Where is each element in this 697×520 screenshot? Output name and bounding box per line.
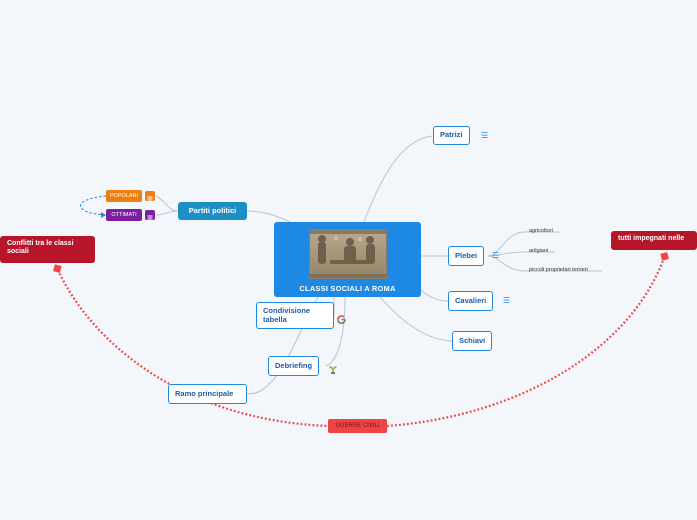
node-schiavi[interactable]: Schiavi (452, 331, 492, 351)
node-debriefing-label: Debriefing (275, 362, 312, 370)
node-patrizi-label: Patrizi (440, 131, 463, 139)
google-icon[interactable] (337, 311, 346, 320)
notes-icon[interactable] (145, 191, 155, 201)
node-condivisione-tabella[interactable]: Condivisione tabella (256, 302, 334, 329)
node-condivisione-label: Condivisione tabella (263, 307, 327, 324)
notes-icon[interactable]: ☰ (503, 297, 510, 305)
central-topic[interactable]: CLASSI SOCIALI A ROMA (274, 222, 421, 297)
node-ramo-principale[interactable]: Ramo principale (168, 384, 247, 404)
node-debriefing[interactable]: Debriefing (268, 356, 319, 376)
node-popolari[interactable]: POPOLARI (106, 190, 142, 202)
relationship-guerre-civili[interactable]: GUERRE CIVILI (328, 419, 387, 433)
node-cavalieri[interactable]: Cavalieri (448, 291, 493, 311)
leaf-piccoli-proprietari[interactable]: piccoli proprietari terrieri (529, 267, 588, 273)
node-partiti-label: Partiti politici (189, 207, 237, 215)
node-plebei[interactable]: Plebei (448, 246, 484, 266)
floating-impegnati[interactable]: tutti impegnati nelle (611, 231, 697, 250)
node-ramo-label: Ramo principale (175, 390, 233, 398)
notes-icon[interactable] (145, 210, 155, 220)
node-schiavi-label: Schiavi (459, 337, 485, 345)
floating-impegnati-label: tutti impegnati nelle (618, 235, 684, 242)
leaf-agricoltori[interactable]: agricoltori (529, 228, 553, 234)
plant-icon (328, 361, 338, 371)
floating-conflitti-label: Conflitti tra le classi sociali (7, 240, 74, 255)
floating-conflitti[interactable]: Conflitti tra le classi sociali (0, 236, 95, 263)
roman-relief-image (309, 229, 387, 279)
central-title: CLASSI SOCIALI A ROMA (299, 284, 395, 293)
node-cavalieri-label: Cavalieri (455, 297, 486, 305)
node-plebei-label: Plebei (455, 252, 477, 260)
node-ottimati[interactable]: OTTIMATI (106, 209, 142, 221)
leaf-artigiani[interactable]: artigiani (529, 248, 548, 254)
notes-icon[interactable]: ☰ (481, 132, 488, 140)
node-partiti-politici[interactable]: Partiti politici (178, 202, 247, 220)
node-patrizi[interactable]: Patrizi (433, 126, 470, 145)
notes-icon[interactable]: ☰ (492, 252, 499, 260)
